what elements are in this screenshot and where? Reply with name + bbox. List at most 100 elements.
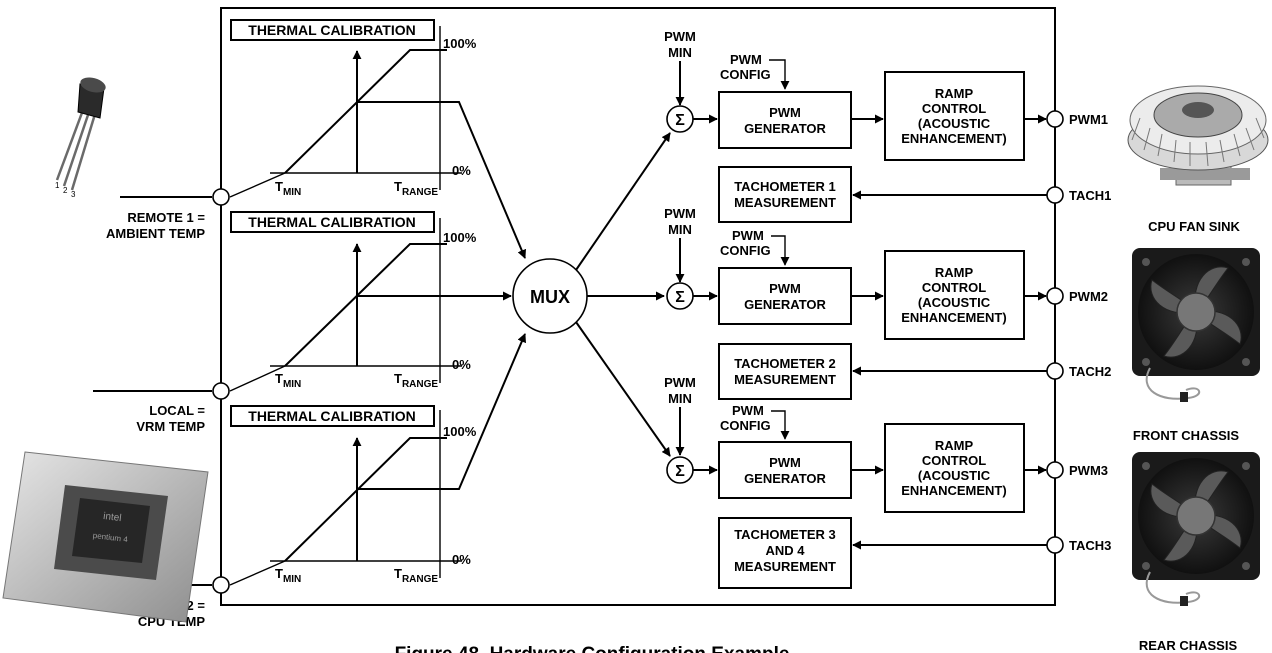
svg-text:pentium 4: pentium 4 bbox=[92, 531, 129, 544]
pwm-channel-2: PWM MIN Σ PWM CONFIG PWM GENERATOR RAMP … bbox=[664, 206, 1111, 400]
pwm-config-label-2: CONFIG bbox=[720, 67, 771, 82]
tachometer-2-box bbox=[718, 343, 852, 400]
calibration-title-box bbox=[230, 405, 435, 427]
pwm-generator-line2: GENERATOR bbox=[744, 471, 826, 486]
calibration-title: THERMAL CALIBRATION bbox=[248, 408, 415, 424]
pct-low: 0% bbox=[452, 163, 471, 178]
pwm1-pin bbox=[1046, 110, 1064, 128]
pwm-generator-box bbox=[718, 267, 852, 325]
trange-label: TRANGE bbox=[394, 566, 438, 585]
calibration-title: THERMAL CALIBRATION bbox=[248, 22, 415, 38]
tach3-line3: MEASUREMENT bbox=[734, 559, 836, 574]
pwm-config-label: PWM bbox=[730, 52, 762, 67]
chassis-fan-icon bbox=[1132, 248, 1260, 402]
front-chassis-label: FRONT CHASSIS bbox=[1133, 428, 1240, 443]
cpu-fan-sink-label: CPU FAN SINK bbox=[1148, 219, 1240, 234]
ramp-control-box bbox=[884, 250, 1025, 340]
mux-to-sigma-lines bbox=[575, 132, 671, 457]
pct-low: 0% bbox=[452, 552, 471, 567]
svg-text:intel: intel bbox=[103, 511, 123, 524]
pwm-generator-line2: GENERATOR bbox=[744, 121, 826, 136]
tach2-line2: MEASUREMENT bbox=[734, 372, 836, 387]
remote2-input-pin bbox=[212, 576, 230, 594]
pwm-min-label: PWM bbox=[664, 375, 696, 390]
mux-label: MUX bbox=[530, 287, 570, 307]
remote1-label-line1: REMOTE 1 = bbox=[127, 210, 205, 225]
thermal-calibration-2: THERMAL CALIBRATION 100% 0% TMIN TRANGE bbox=[230, 211, 477, 390]
tach2-pin bbox=[1046, 362, 1064, 380]
trange-label: TRANGE bbox=[394, 371, 438, 390]
ramp-line2: CONTROL bbox=[922, 453, 986, 468]
ramp-line3: (ACOUSTIC bbox=[918, 295, 991, 310]
ramp-control-box bbox=[884, 423, 1025, 513]
pwm-min-label-2: MIN bbox=[668, 391, 692, 406]
local-input-pin bbox=[212, 382, 230, 400]
chassis-fan-icon bbox=[1132, 452, 1260, 606]
pwm-generator-line2: GENERATOR bbox=[744, 297, 826, 312]
ramp-control-box bbox=[884, 71, 1025, 161]
pwm-config-label: PWM bbox=[732, 228, 764, 243]
calibration-to-mux-lines bbox=[357, 101, 526, 490]
svg-text:1: 1 bbox=[55, 181, 60, 190]
tachometer-1-box bbox=[718, 166, 852, 223]
tach1-pin bbox=[1046, 186, 1064, 204]
local-label-line2: VRM TEMP bbox=[136, 419, 205, 434]
pwm-generator-box bbox=[718, 441, 852, 499]
tach3-pin bbox=[1046, 536, 1064, 554]
pwm1-label: PWM1 bbox=[1069, 112, 1108, 127]
calibration-curve bbox=[284, 437, 447, 562]
pwm-min-label: PWM bbox=[664, 206, 696, 221]
tach1-pin-label: TACH1 bbox=[1069, 188, 1111, 203]
ramp-line4: ENHANCEMENT) bbox=[901, 483, 1006, 498]
remote1-input-pin bbox=[212, 188, 230, 206]
ramp-line1: RAMP bbox=[935, 265, 974, 280]
tach1-line2: MEASUREMENT bbox=[734, 195, 836, 210]
pwm-config-label-2: CONFIG bbox=[720, 418, 771, 433]
sigma-symbol: Σ bbox=[675, 112, 685, 129]
ramp-line3: (ACOUSTIC bbox=[918, 116, 991, 131]
calibration-title-box bbox=[230, 19, 435, 41]
pwm-generator-line1: PWM bbox=[769, 281, 801, 296]
ramp-line1: RAMP bbox=[935, 86, 974, 101]
svg-text:3: 3 bbox=[71, 190, 76, 199]
pwm3-pin bbox=[1046, 461, 1064, 479]
pwm-config-label-2: CONFIG bbox=[720, 243, 771, 258]
trange-label: TRANGE bbox=[394, 179, 438, 198]
thermistor-icon: 1 2 3 bbox=[55, 77, 106, 199]
calibration-title-box bbox=[230, 211, 435, 233]
pwm-min-label: PWM bbox=[664, 29, 696, 44]
tach2-line1: TACHOMETER 2 bbox=[734, 356, 836, 371]
tach1-line1: TACHOMETER 1 bbox=[734, 179, 836, 194]
pwm-generator-line1: PWM bbox=[769, 105, 801, 120]
sigma-symbol: Σ bbox=[675, 289, 685, 306]
tach3-line1: TACHOMETER 3 bbox=[734, 527, 836, 542]
figure-caption: Figure 48. Hardware Configuration Exampl… bbox=[395, 644, 790, 653]
tmin-label: TMIN bbox=[275, 566, 301, 585]
local-label-line1: LOCAL = bbox=[149, 403, 205, 418]
pwm-config-label: PWM bbox=[732, 403, 764, 418]
tach3-pin-label: TACH3 bbox=[1069, 538, 1111, 553]
tachometer-3-box bbox=[718, 517, 852, 589]
pwm-channel-1: PWM MIN Σ PWM CONFIG PWM GENERATOR RAMP … bbox=[664, 29, 1111, 223]
ramp-line2: CONTROL bbox=[922, 101, 986, 116]
calibration-curve bbox=[284, 49, 447, 174]
thermal-calibration-1: THERMAL CALIBRATION 100% 0% TMIN TRANGE bbox=[230, 19, 477, 198]
ramp-line4: ENHANCEMENT) bbox=[901, 310, 1006, 325]
ramp-line4: ENHANCEMENT) bbox=[901, 131, 1006, 146]
processor-chip-icon: intel pentium 4 bbox=[2, 451, 209, 623]
pwm-generator-line1: PWM bbox=[769, 455, 801, 470]
cpu-fan-sink-icon bbox=[1127, 85, 1269, 186]
thermal-calibration-3: THERMAL CALIBRATION 100% 0% TMIN TRANGE bbox=[230, 405, 477, 585]
pwm-generator-box bbox=[718, 91, 852, 149]
remote1-label-line2: AMBIENT TEMP bbox=[106, 226, 205, 241]
pwm-min-label-2: MIN bbox=[668, 222, 692, 237]
tmin-label: TMIN bbox=[275, 371, 301, 390]
pwm2-label: PWM2 bbox=[1069, 289, 1108, 304]
ramp-line1: RAMP bbox=[935, 438, 974, 453]
pct-high: 100% bbox=[443, 424, 477, 439]
calibration-title: THERMAL CALIBRATION bbox=[248, 214, 415, 230]
pwm-min-label-2: MIN bbox=[668, 45, 692, 60]
pct-high: 100% bbox=[443, 36, 477, 51]
tach2-pin-label: TACH2 bbox=[1069, 364, 1111, 379]
